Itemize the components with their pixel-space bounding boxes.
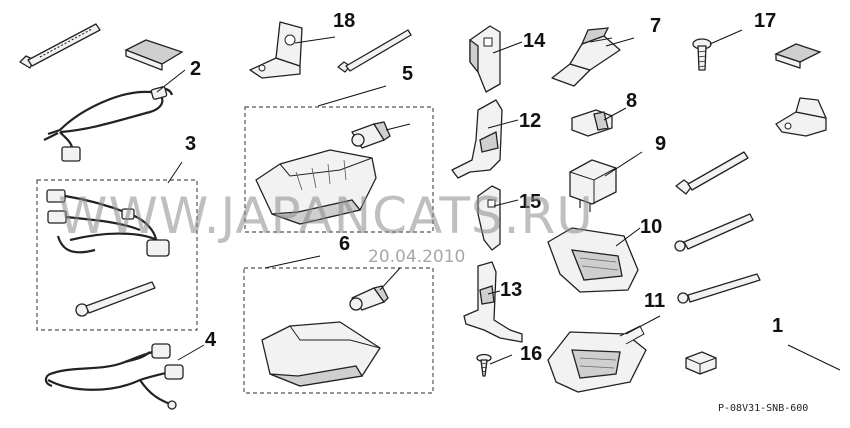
connector-part-8 [571,109,613,137]
callout-8: 8 [626,90,637,112]
callout-14: 14 [523,30,546,52]
bracket-part-14 [469,25,501,93]
bracket-part-13 [463,261,523,343]
fog-light-housing-part-6 [261,321,381,387]
bezel-part-10 [547,227,639,293]
callout-12: 12 [519,110,541,132]
wire-harness-part-4 [44,343,184,410]
callout-4: 4 [205,329,217,351]
bracket-part-18 [249,21,303,79]
kit-box-part-3 [36,179,198,331]
bezel-part-11 [547,325,647,393]
callout-5: 5 [402,63,413,85]
callout-10: 10 [640,216,662,238]
drawing-code: P-08V31-SNB-600 [718,403,808,414]
callout-3: 3 [185,133,196,155]
callout-11: 11 [644,290,665,312]
adhesive-pad-small [774,43,822,69]
cable-tie-part-3 [75,281,156,317]
bracket-part-15 [477,185,501,251]
fog-light-bulb-part-5 [351,121,391,149]
callout-15: 15 [519,191,541,213]
clip-part [685,351,717,375]
bracket-right [775,97,827,137]
bolt-part-17 [692,38,712,71]
callout-13: 13 [500,279,522,301]
bracket-part-12 [451,99,503,179]
watermark: WWW.JAPANCATS.RU [58,187,594,245]
cable-tie-top-center [337,29,412,73]
switch-part-7 [551,27,621,87]
callout-18: 18 [333,10,355,32]
adhesive-pad [124,39,184,71]
callout-9: 9 [655,133,666,155]
callout-2: 2 [190,58,201,80]
fog-light-bulb-part-6 [349,285,389,311]
callout-16: 16 [520,343,542,365]
callout-1: 1 [772,315,783,337]
kit-box-part-6 [243,267,434,394]
wire-harness-part-2 [43,69,186,162]
screw-part-16 [476,353,492,377]
wire-harness-part-3 [46,189,170,257]
callout-7: 7 [650,15,661,37]
fog-light-housing-part-5 [255,149,377,225]
relay-part-9 [569,159,617,212]
callout-6: 6 [339,233,350,255]
cable-tie-right-1 [675,151,749,195]
cable-tie-right-2 [674,213,754,252]
date-stamp: 20.04.2010 [368,247,465,267]
kit-box-part-5 [244,106,434,233]
cable-tie-top-left [19,23,101,69]
cable-tie-right-3 [677,273,761,304]
callout-17: 17 [754,10,776,32]
